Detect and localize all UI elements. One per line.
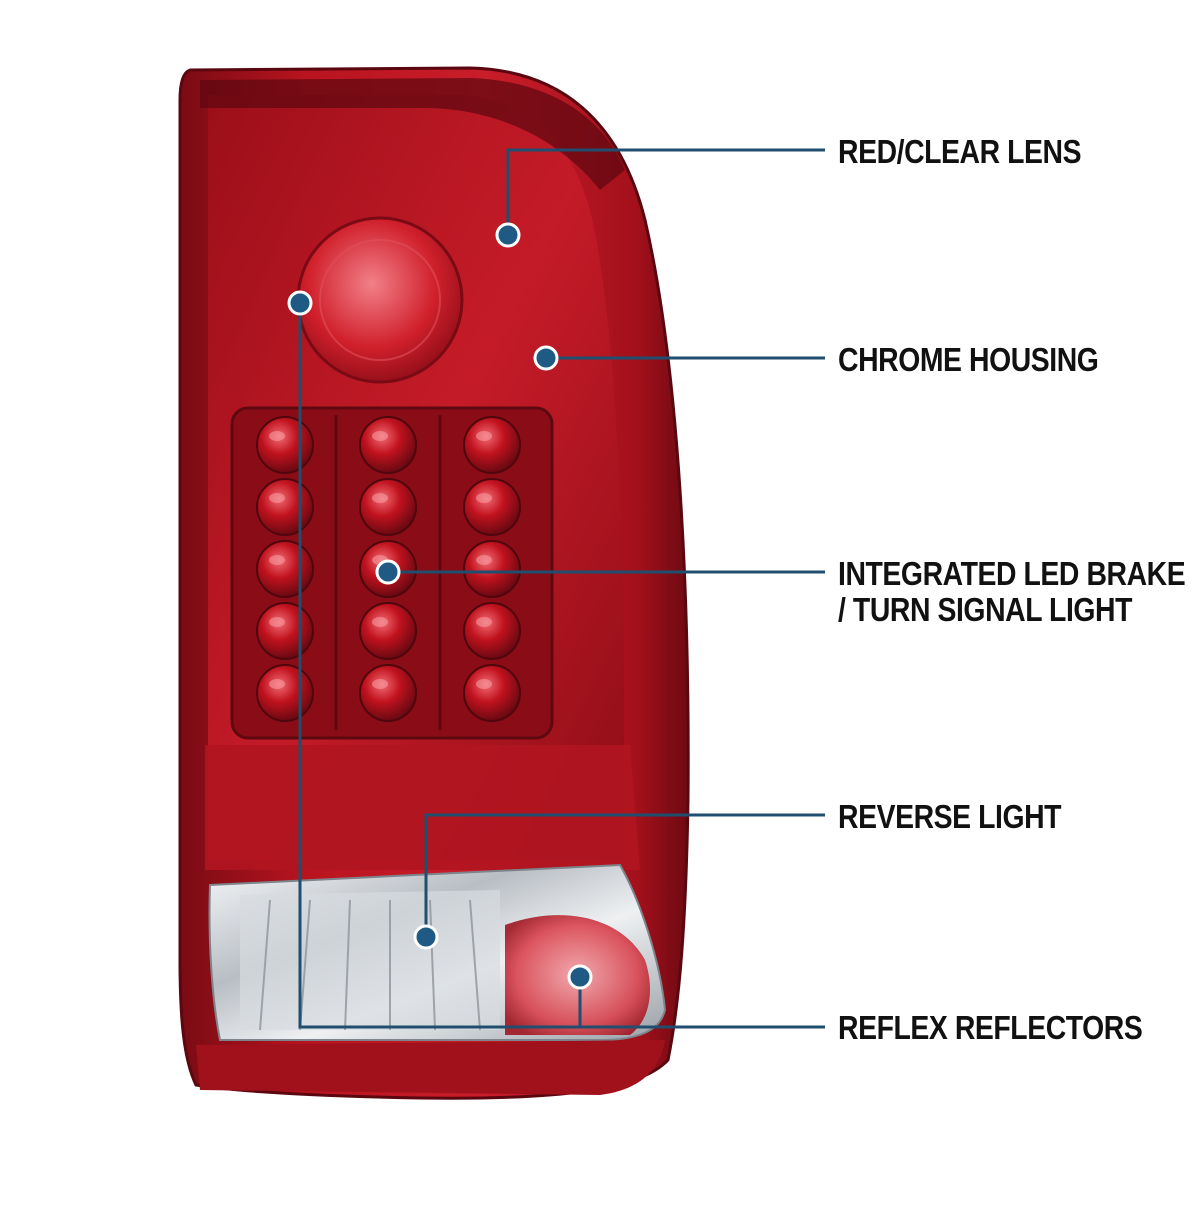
led-highlight [269,555,285,565]
marker-reverse [413,924,439,950]
marker-lens [495,222,521,248]
top-streak [200,78,625,190]
callout-line-reflectors [298,303,825,1029]
label-red-clear-lens: RED/CLEAR LENS [838,133,1082,170]
led-bulb [256,602,314,660]
led-highlight [476,431,492,441]
led-bulb [463,664,521,722]
round-reflector [296,216,464,384]
led-highlight [476,679,492,689]
led-bulb [359,664,417,722]
led-highlight [476,617,492,627]
led-bulb [359,602,417,660]
label-led-line2: / TURN SIGNAL LIGHT [838,591,1133,628]
led-bulb [359,416,417,474]
marker-led [375,559,401,585]
led-highlight [372,617,388,627]
marker-reflector-left [287,290,313,316]
led-highlight [269,617,285,627]
label-reverse-light: REVERSE LIGHT [838,798,1062,835]
led-bulb [359,478,417,536]
led-highlight [372,431,388,441]
label-chrome-housing: CHROME HOUSING [838,341,1099,378]
marker-housing [533,345,559,371]
led-bulb [463,478,521,536]
led-bulb [463,602,521,660]
led-highlight [269,679,285,689]
led-highlight [476,555,492,565]
label-led-line1: INTEGRATED LED BRAKE [838,555,1186,592]
led-bulb [256,540,314,598]
led-highlight [269,431,285,441]
bottom-red-rim [196,1040,665,1095]
lower-red-band [205,745,640,870]
led-bulb [463,416,521,474]
led-bulb [463,540,521,598]
led-highlight [372,493,388,503]
led-highlight [476,493,492,503]
led-bulb [256,664,314,722]
callout-line-lens [506,148,825,235]
callout-line-reverse [424,813,825,937]
label-reflex-reflectors: REFLEX REFLECTORS [838,1009,1143,1046]
led-bulb [256,416,314,474]
label-integrated-led: INTEGRATED LED BRAKE / TURN SIGNAL LIGHT [838,555,1186,628]
callout-markers [287,222,593,990]
led-highlight [372,679,388,689]
led-highlight [269,493,285,503]
marker-reflector-right [567,964,593,990]
callout-lines [298,148,825,1029]
led-bulb [256,478,314,536]
